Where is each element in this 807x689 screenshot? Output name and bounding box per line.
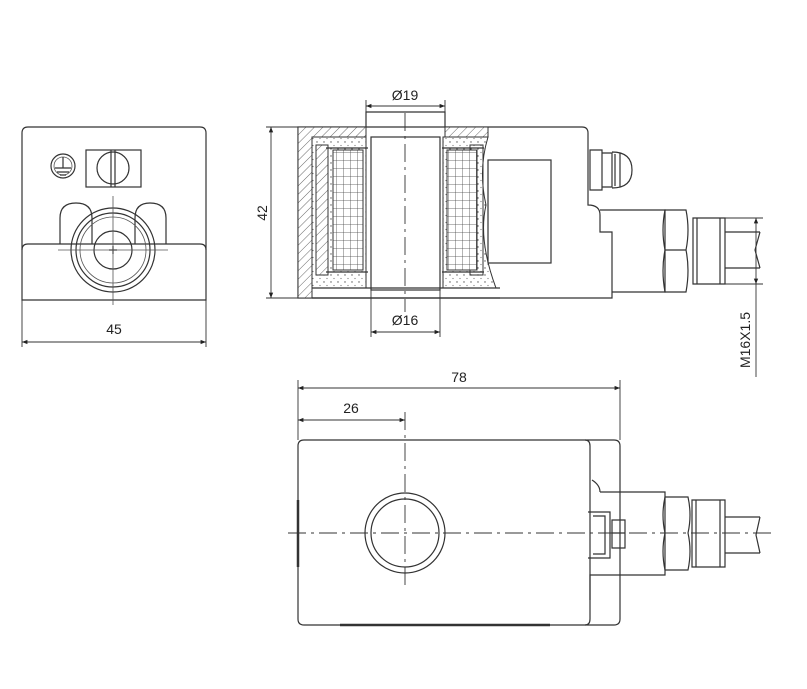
front-body-outline: [21, 126, 207, 301]
coil-winding-right: [446, 149, 478, 271]
gland-thread: [692, 217, 726, 285]
dim-label-d19: Ø19: [392, 87, 419, 103]
section-body-outline: [297, 126, 613, 299]
front-lobe-left: [59, 202, 93, 244]
gland-nut: [662, 209, 689, 293]
front-lobe-right: [134, 202, 167, 244]
terminal-screw: [96, 151, 130, 185]
dim-label-42: 42: [254, 205, 270, 221]
terminal-screw-box: [85, 149, 142, 188]
front-view: 45: [21, 126, 207, 347]
top-body-outline: [297, 439, 621, 626]
top-clip: [588, 511, 611, 559]
coil-winding-left: [332, 149, 364, 271]
terminal-block: [487, 159, 552, 264]
top-gland-thread: [691, 499, 726, 568]
connector-plug: [589, 149, 633, 191]
dim-label-26: 26: [343, 400, 359, 416]
dim-label-45: 45: [106, 321, 122, 337]
front-lower-band: [21, 243, 207, 251]
dim-label-d16: Ø16: [392, 312, 419, 328]
top-connector-body: [589, 479, 666, 600]
dim-label-78: 78: [451, 369, 467, 385]
section-view: 42 Ø19 Ø16 M16X1.5: [254, 87, 763, 377]
gland-body: [600, 209, 666, 293]
top-view: 78 26: [288, 369, 772, 627]
top-gland-nut: [662, 496, 691, 571]
coil-bore-tube: [370, 136, 441, 291]
cable-stub: [725, 231, 761, 269]
top-cable: [725, 516, 761, 554]
housing-hatch-top-right: [444, 126, 489, 138]
dim-label-thread: M16X1.5: [737, 312, 753, 368]
ground-symbol-icon: [50, 153, 76, 179]
